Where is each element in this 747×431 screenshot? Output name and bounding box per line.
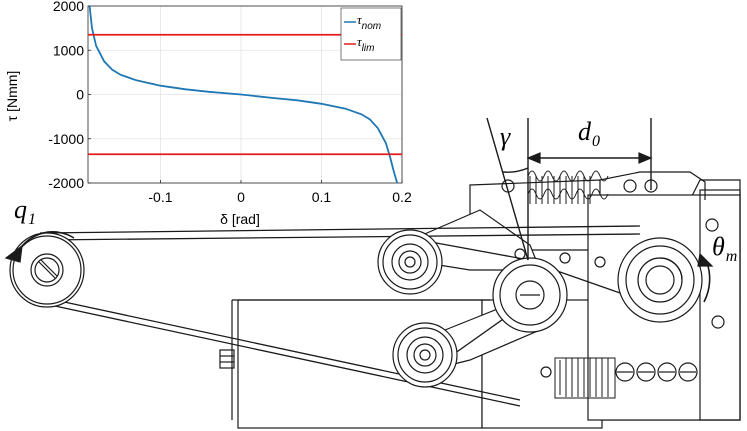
legend-label-nom: τnom (357, 12, 381, 32)
gamma-reference-line (486, 117, 529, 261)
theta-m-label: θm (712, 232, 737, 265)
d0-label: d0 (578, 117, 600, 150)
legend-box (340, 7, 402, 61)
idler-pulley-lower (392, 322, 458, 388)
theta-rotation-arrow (697, 252, 714, 303)
y-tick-label: -1000 (48, 131, 84, 147)
lower-right-screws (615, 362, 698, 382)
series-tau-nom-line (88, 5, 399, 184)
symbol-labels: q1 γ d0 θm (14, 117, 737, 265)
side-strip (699, 189, 741, 421)
tensioner-pulley (492, 257, 568, 333)
x-axis-label: δ [rad] (220, 211, 260, 227)
legend: τnom τlim (340, 7, 402, 61)
axis-ticks: -0.1 0 0.1 0.2 2000 1000 0 -1000 -2000 (48, 0, 412, 205)
y-tick-label: 2000 (53, 0, 84, 14)
x-tick-label: -0.1 (148, 189, 172, 205)
lower-spring (554, 357, 616, 399)
upper-bracket (599, 171, 706, 200)
x-tick-label: 0 (237, 189, 245, 205)
x-tick-label: 0.2 (392, 189, 412, 205)
pulley-q1 (9, 232, 85, 308)
x-tick-label: 0.1 (312, 189, 332, 205)
mechanism-drawing (4, 117, 741, 429)
belt (39, 225, 641, 407)
idler-pulley-upper (377, 229, 443, 295)
q1-label: q1 (14, 195, 36, 228)
gamma-arc (502, 167, 529, 173)
upper-spring (527, 170, 609, 204)
motor-pulley (617, 237, 703, 323)
torque-plot: -0.1 0 0.1 0.2 2000 1000 0 -1000 -2000 δ [rad] τ… (4, 0, 412, 227)
y-tick-label: 1000 (53, 42, 84, 58)
gamma-label: γ (500, 122, 511, 151)
y-tick-label: 0 (76, 87, 84, 103)
y-axis-label: τ [Nmm] (4, 71, 20, 122)
d0-dimension-arrow (526, 152, 653, 164)
q1-rotation-arrow (4, 231, 75, 263)
connector-stub (219, 349, 235, 369)
y-tick-label: -2000 (48, 175, 84, 191)
legend-label-lim: τlim (357, 34, 374, 54)
